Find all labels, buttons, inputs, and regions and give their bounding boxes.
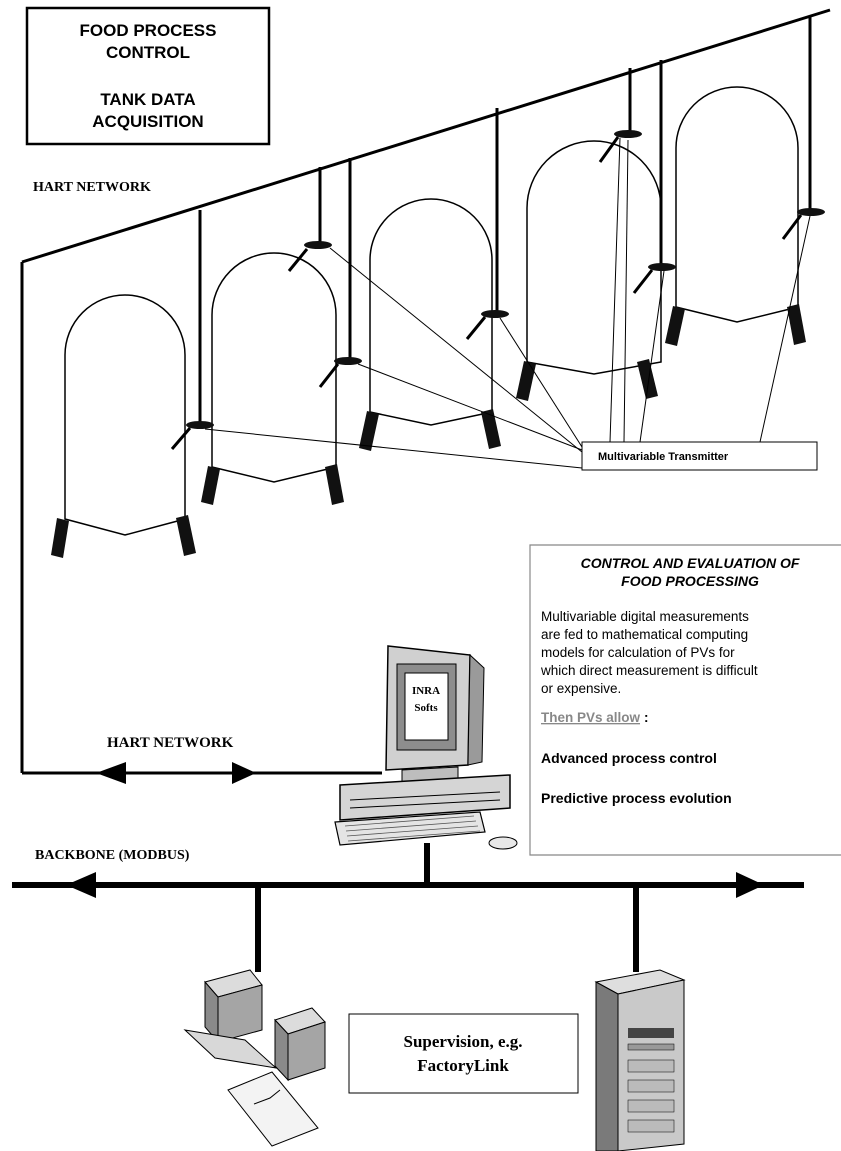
title-line-3: TANK DATA xyxy=(100,90,195,109)
transmitter-label: Multivariable Transmitter xyxy=(598,451,729,463)
then-pvs-label: Then PVs allow xyxy=(541,710,641,725)
tank-2 xyxy=(201,252,344,505)
info-body-line: are fed to mathematical computing xyxy=(541,627,748,642)
hart-network-label-bottom: HART NETWORK xyxy=(107,735,234,751)
backbone-arrow-right-icon xyxy=(736,872,764,898)
tank-5 xyxy=(665,86,806,346)
info-body-line: which direct measurement is difficult xyxy=(540,663,758,678)
info-item-2: Predictive process evolution xyxy=(541,790,732,806)
transmitter-leader-lines xyxy=(204,137,811,469)
transmitter-icon xyxy=(598,130,642,163)
title-line-1: FOOD PROCESS xyxy=(80,21,217,40)
server-tower-icon xyxy=(594,969,686,1151)
workstation-computer: INRA Softs xyxy=(334,645,518,850)
tank-3 xyxy=(359,198,501,451)
transmitter-label-box: Multivariable Transmitter xyxy=(581,441,818,471)
transmitter-icon xyxy=(318,357,362,388)
tank-4 xyxy=(516,140,662,401)
title-line-2: CONTROL xyxy=(106,43,190,62)
then-pvs-suffix: : xyxy=(644,710,649,725)
supervision-label-box: Supervision, e.g. FactoryLink xyxy=(348,1013,579,1094)
screen-label-line-1: INRA xyxy=(412,685,440,697)
supervision-label-line-1: Supervision, e.g. xyxy=(403,1032,522,1051)
supervision-label-line-2: FactoryLink xyxy=(417,1056,509,1075)
title-box: FOOD PROCESS CONTROL TANK DATA ACQUISITI… xyxy=(25,6,271,146)
info-body-line: or expensive. xyxy=(541,681,621,696)
info-item-1: Advanced process control xyxy=(541,750,717,766)
arrow-right-icon xyxy=(232,762,256,784)
info-title-line-2: FOOD PROCESSING xyxy=(621,573,759,589)
hart-network-line xyxy=(20,8,831,775)
info-title-line-1: CONTROL AND EVALUATION OF xyxy=(581,555,800,571)
backbone-label: BACKBONE (MODBUS) xyxy=(35,848,190,863)
transmitter-drop-lines xyxy=(198,16,812,425)
hart-network-label-top: HART NETWORK xyxy=(33,180,151,195)
arrow-left-icon xyxy=(96,762,126,784)
supervision-workstations-icon xyxy=(183,969,326,1147)
info-box: CONTROL AND EVALUATION OF FOOD PROCESSIN… xyxy=(529,544,841,856)
title-line-4: ACQUISITION xyxy=(92,112,203,131)
info-body-line: models for calculation of PVs for xyxy=(541,645,735,660)
info-body-line: Multivariable digital measurements xyxy=(541,609,749,624)
transmitter-icon xyxy=(465,310,509,340)
screen-label-line-2: Softs xyxy=(414,702,438,714)
backbone-line xyxy=(12,872,804,898)
tank-1 xyxy=(51,294,196,558)
transmitter-icon xyxy=(632,263,676,294)
transmitter-icon xyxy=(781,208,825,240)
transmitter-icon xyxy=(287,241,332,272)
transmitter-icon xyxy=(170,421,214,450)
backbone-arrow-left-icon xyxy=(66,872,96,898)
